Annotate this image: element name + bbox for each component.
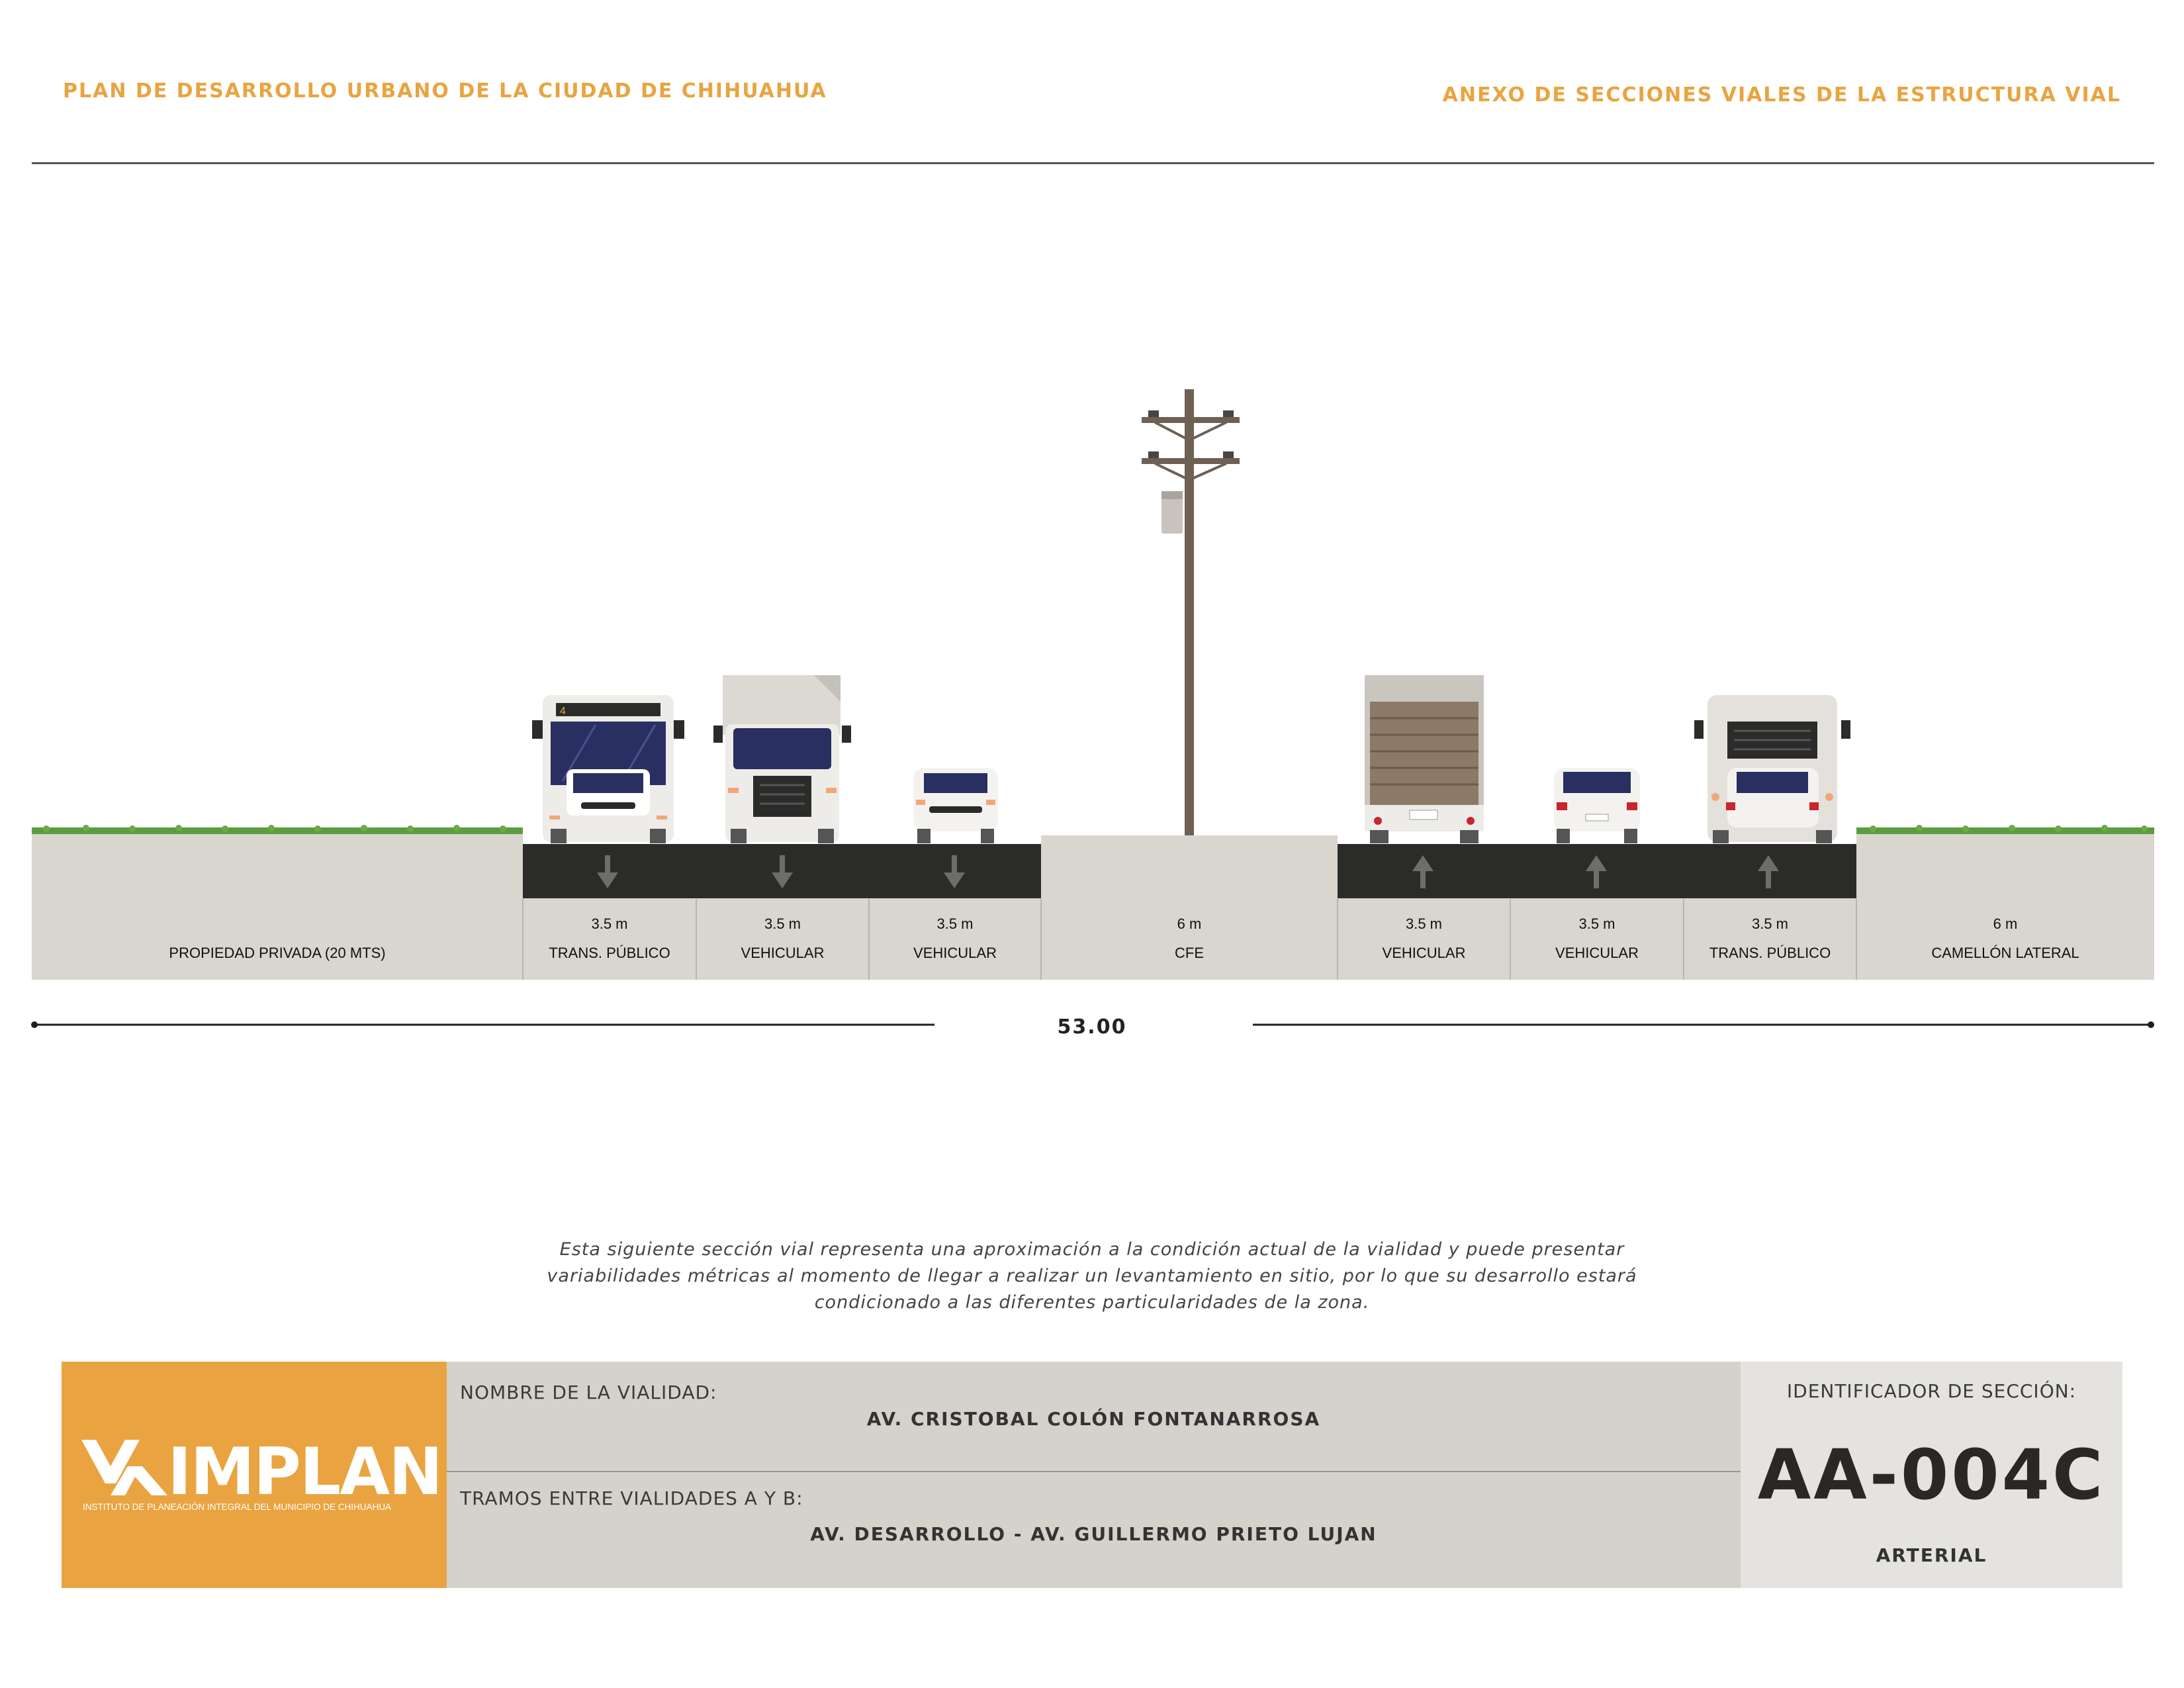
segment-vehicle-lane-north-2: 3.5 m VEHICULAR [1510,897,1684,980]
arrow-down-icon [772,855,793,888]
car-rear-icon [1554,768,1640,843]
box-truck-rear-icon [1365,675,1484,843]
segment-width: 3.5 m [1578,915,1615,932]
street-name-value: AV. CRISTOBAL COLÓN FONTANARROSA [866,1408,1321,1430]
side-median-block [1856,834,2154,980]
total-width-label: 53.00 [1057,1015,1127,1039]
grass-left [32,827,523,834]
segment-divider [868,899,870,980]
segment-name: VEHICULAR [913,945,997,961]
segment-width: 3.5 m [764,915,801,932]
bus-rear-icon [1694,695,1850,843]
segment-name: VEHICULAR [1382,945,1466,961]
grass-right [1856,827,2154,834]
arrow-up-icon [1412,855,1433,888]
road-classification: ARTERIAL [1876,1544,1987,1566]
section-id-panel: IDENTIFICADOR DE SECCIÓN: AA-004C ARTERI… [1741,1362,2122,1588]
segment-divider [1510,899,1511,980]
segment-side-median: 6 m CAMELLÓN LATERAL [1856,897,2154,980]
segment-range-value: AV. DESARROLLO - AV. GUILLERMO PRIETO LU… [810,1523,1377,1545]
arrow-down-icon [597,855,618,888]
median-cfe-block [1041,835,1338,980]
segment-name: TRANS. PÚBLICO [549,945,670,961]
dimension-endpoint [2148,1021,2154,1028]
segment-width: 3.5 m [1405,915,1443,932]
section-id-label: IDENTIFICADOR DE SECCIÓN: [1786,1380,2077,1402]
segment-bus-lane-south: 3.5 m TRANS. PÚBLICO [523,897,696,980]
note-line: Esta siguiente sección vial representa u… [559,1239,1625,1260]
segment-bus-lane-north: 3.5 m TRANS. PÚBLICO [1684,897,1856,980]
header-divider [32,162,2154,164]
segment-name: VEHICULAR [741,945,825,961]
arrow-down-icon [944,855,965,888]
segment-private-property: PROPIEDAD PRIVADA (20 MTS) [32,897,523,980]
car-front-icon [913,768,998,843]
disclaimer-note: Esta siguiente sección vial representa u… [463,1237,1721,1316]
segment-range-label: TRAMOS ENTRE VIALIDADES A Y B: [460,1487,803,1509]
annex-title: ANEXO DE SECCIONES VIALES DE LA ESTRUCTU… [1442,83,2121,107]
title-block: IMPLAN INSTITUTO DE PLANEACIÓN INTEGRAL … [62,1362,2122,1588]
segment-name: TRANS. PÚBLICO [1709,945,1831,961]
segment-name: VEHICULAR [1555,945,1639,961]
segment-divider [1337,899,1338,980]
truck-front-icon [713,675,851,843]
arrow-up-icon [1586,855,1607,888]
lane-label-band-left [523,898,1041,980]
segment-width: 3.5 m [936,915,974,932]
segment-name: CFE [1175,945,1204,961]
segment-vehicle-lane-south-1: 3.5 m VEHICULAR [696,897,869,980]
segment-divider [1683,899,1684,980]
logo-subtitle: INSTITUTO DE PLANEACIÓN INTEGRAL DEL MUN… [83,1502,392,1512]
street-info-panel: NOMBRE DE LA VIALIDAD: AV. CRISTOBAL COL… [447,1362,1741,1588]
section-id-code: AA-004C [1757,1434,2106,1515]
dimension-endpoint [31,1021,38,1028]
bus-route-number: 4 [560,706,566,717]
segment-width: 3.5 m [591,915,628,932]
segment-name: CAMELLÓN LATERAL [1931,945,2079,961]
grass-left-tufts [43,825,506,832]
logo-wordmark: IMPLAN [167,1434,443,1510]
segment-divider [1040,899,1042,980]
segment-name: PROPIEDAD PRIVADA (20 MTS) [169,945,386,961]
arrow-up-icon [1758,855,1779,888]
bus-front-icon: 4 [532,695,684,843]
private-property-block [32,834,523,980]
implan-logo-panel: IMPLAN INSTITUTO DE PLANEACIÓN INTEGRAL … [62,1362,447,1588]
note-line: condicionado a las diferentes particular… [814,1292,1370,1313]
segment-vehicle-lane-north-1: 3.5 m VEHICULAR [1338,897,1510,980]
note-line: variabilidades métricas al momento de ll… [547,1266,1637,1286]
street-name-label: NOMBRE DE LA VIALIDAD: [460,1382,717,1403]
segment-vehicle-lane-south-2: 3.5 m VEHICULAR [869,897,1041,980]
segment-divider [522,899,523,980]
segment-width: 3.5 m [1751,915,1789,932]
segment-divider [696,899,697,980]
segment-divider [1856,899,1857,980]
lane-label-band-right [1338,898,1856,980]
segment-labels: PROPIEDAD PRIVADA (20 MTS) 3.5 m TRANS. … [0,897,2184,980]
grass-right-tufts [1870,825,2148,832]
plan-title: PLAN DE DESARROLLO URBANO DE LA CIUDAD D… [63,79,827,103]
utility-pole-icon [1142,389,1240,835]
segment-width: 6 m [1993,915,2018,932]
segment-width: 6 m [1177,915,1202,932]
segment-cfe-median: 6 m CFE [1041,897,1338,980]
panel-divider [447,1471,1741,1472]
implan-logo-icon [81,1440,167,1495]
